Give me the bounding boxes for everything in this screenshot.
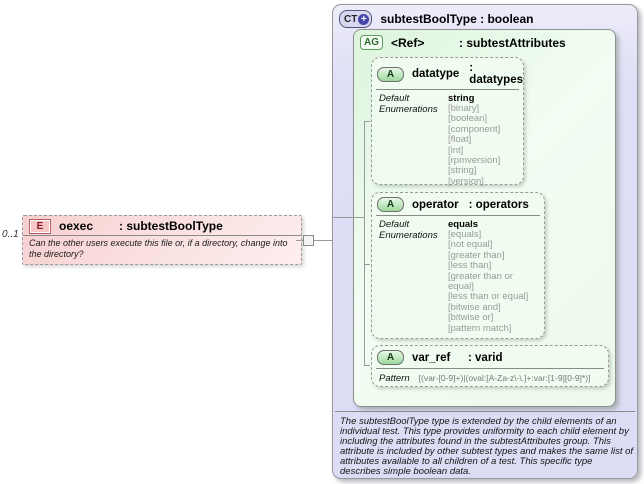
complex-type-box: CT + subtestBoolType : boolean AG <Ref> … — [332, 4, 638, 479]
cardinality-label: 0..1 — [2, 229, 19, 240]
connector-line — [296, 240, 332, 241]
pattern-value: [(var-[0-9]+)|(oval:[A-Za-z\-\.]+:var:[1… — [418, 373, 591, 383]
connector-line — [364, 264, 370, 265]
plus-icon[interactable]: + — [358, 13, 370, 25]
divider — [376, 368, 604, 369]
element-box-oexec: E oexec : subtestBoolType Can the other … — [22, 215, 302, 265]
default-value: string — [448, 93, 475, 104]
attribute-type: : operators — [468, 198, 529, 211]
divider — [376, 89, 519, 90]
connector-line — [364, 121, 370, 122]
attribute-group-type: : subtestAttributes — [459, 35, 566, 50]
attribute-group-box: AG <Ref> : subtestAttributes A datatype … — [353, 29, 616, 407]
attribute-group-name: <Ref> — [391, 35, 425, 50]
ct-badge-label: CT — [344, 13, 358, 25]
attribute-group-header: AG <Ref> : subtestAttributes — [354, 30, 615, 50]
default-label: Default — [379, 93, 410, 104]
attribute-name: datatype — [412, 68, 460, 80]
attribute-facets: Default equals Enumerations [equals][not… — [372, 218, 544, 338]
enumeration-values: [binary][boolean][component][float][int]… — [448, 103, 501, 187]
default-label: Default — [379, 219, 410, 230]
type-documentation: The subtestBoolType type is extended by … — [340, 416, 634, 477]
element-icon: E — [29, 218, 51, 234]
attribute-type: : datatypes — [469, 62, 523, 86]
divider — [335, 411, 635, 412]
attribute-type: : varid — [468, 351, 503, 364]
divider — [376, 215, 540, 216]
enumerations-label: Enumerations — [379, 230, 438, 241]
enumeration-values: [equals][not equal][greater than][less t… — [448, 229, 529, 334]
element-type: : subtestBoolType — [119, 219, 223, 233]
attribute-name: operator — [412, 198, 459, 211]
attribute-facets: Pattern [(var-[0-9]+)|(oval:[A-Za-z\-\.]… — [372, 371, 608, 386]
element-annotation: Can the other users execute this file or… — [29, 238, 288, 259]
divider — [23, 235, 301, 236]
attribute-header: A datatype : datatypes — [372, 58, 523, 88]
attribute-header: A operator : operators — [372, 193, 544, 214]
attribute-facets: Default string Enumerations [binary][boo… — [372, 92, 523, 191]
expand-toggle-icon[interactable] — [303, 235, 314, 246]
complex-type-header: CT + subtestBoolType : boolean — [339, 10, 533, 28]
attribute-icon: A — [377, 197, 404, 212]
attribute-name: var_ref — [412, 351, 451, 364]
attribute-box-datatype: A datatype : datatypes Default string En… — [371, 57, 524, 187]
connector-line — [333, 217, 364, 218]
attribute-box-operator: A operator : operators Default equals En… — [371, 192, 545, 339]
connector-line — [364, 121, 365, 366]
attribute-icon: A — [377, 66, 404, 82]
attribute-group-icon: AG — [360, 35, 383, 50]
attribute-icon: A — [377, 350, 404, 365]
default-value: equals — [448, 219, 479, 230]
complex-type-title: subtestBoolType : boolean — [380, 12, 534, 26]
enumerations-label: Enumerations — [379, 104, 438, 115]
attribute-box-var-ref: A var_ref : varid Pattern [(var-[0-9]+)|… — [371, 345, 609, 387]
element-header: E oexec : subtestBoolType — [23, 216, 301, 235]
complex-type-icon: CT + — [339, 10, 373, 28]
pattern-label: Pattern — [379, 373, 410, 384]
connector-line — [364, 365, 370, 366]
attribute-header: A var_ref : varid — [372, 346, 608, 367]
element-name: oexec — [59, 219, 94, 233]
